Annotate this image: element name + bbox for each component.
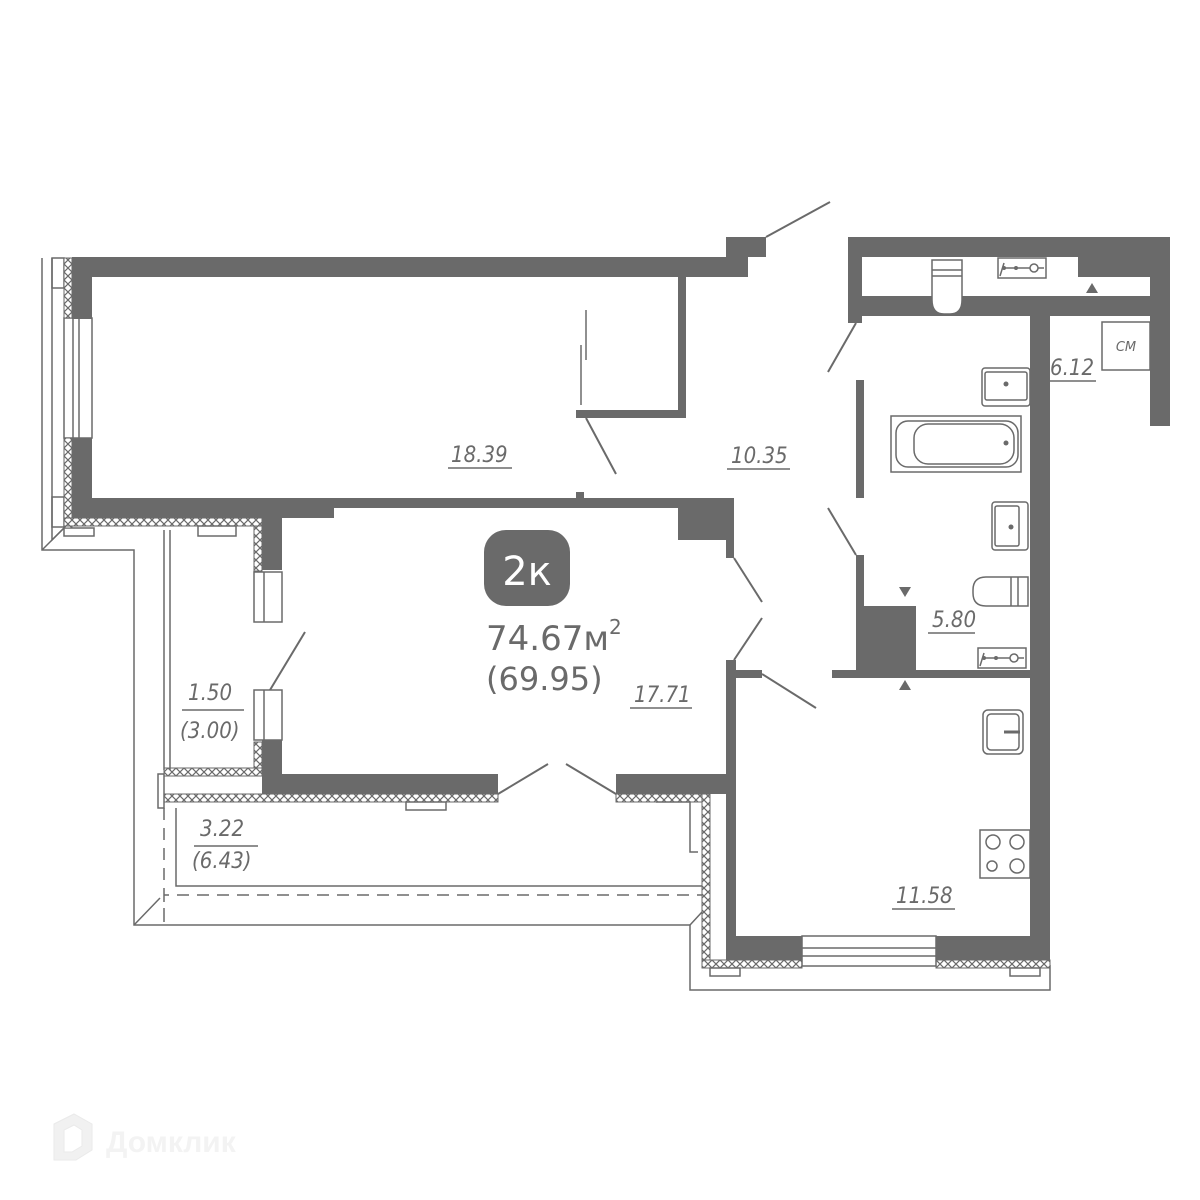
room-area-full-loggia-2: (6.43) [192,849,252,874]
toilet-icon [972,576,1029,607]
toilet-icon [931,259,963,315]
towel-radiator-icon [977,647,1027,669]
kitchen-sink-icon [982,709,1024,755]
room-area-living-room: 17.71 [634,683,691,708]
walls [72,237,1170,960]
domclick-logo-icon [53,1113,93,1161]
window-bedroom [63,317,93,439]
total-area: 74.67м [486,619,609,659]
vent-icon [1086,283,1098,293]
insulation [63,257,1051,969]
room-area-kitchen: 11.58 [896,884,953,909]
room-area-full-loggia-1: (3.00) [180,719,240,744]
sink-icon [981,367,1031,407]
balcony-outline-left [41,257,1051,991]
washing-machine-label: СМ [1116,340,1136,355]
apartment-type-badge [484,530,570,606]
apartment-type-text: 2к [502,549,552,595]
towel-radiator-icon [997,257,1047,279]
watermark-text: Домклик [106,1126,237,1159]
bathtub-icon [890,415,1022,473]
watermark: Домклик [53,1113,237,1161]
room-area-bedroom: 18.39 [451,443,508,468]
washing-machine-icon [1101,321,1151,371]
living-area: (69.95) [486,660,603,698]
room-area-bathroom-2: 5.80 [932,608,976,633]
stove-icon [979,829,1031,879]
vent-icon [899,587,911,597]
svg-text:74.67м2: 74.67м2 [486,615,622,659]
room-area-hall: 10.35 [731,444,788,469]
vent-icon [899,680,911,690]
room-area-loggia-1: 1.50 [188,681,232,706]
room-area-bathroom-1: 6.12 [1050,356,1094,381]
door-swings [269,201,857,795]
total-area-sup: 2 [609,615,622,639]
room-area-loggia-2: 3.22 [200,817,244,842]
